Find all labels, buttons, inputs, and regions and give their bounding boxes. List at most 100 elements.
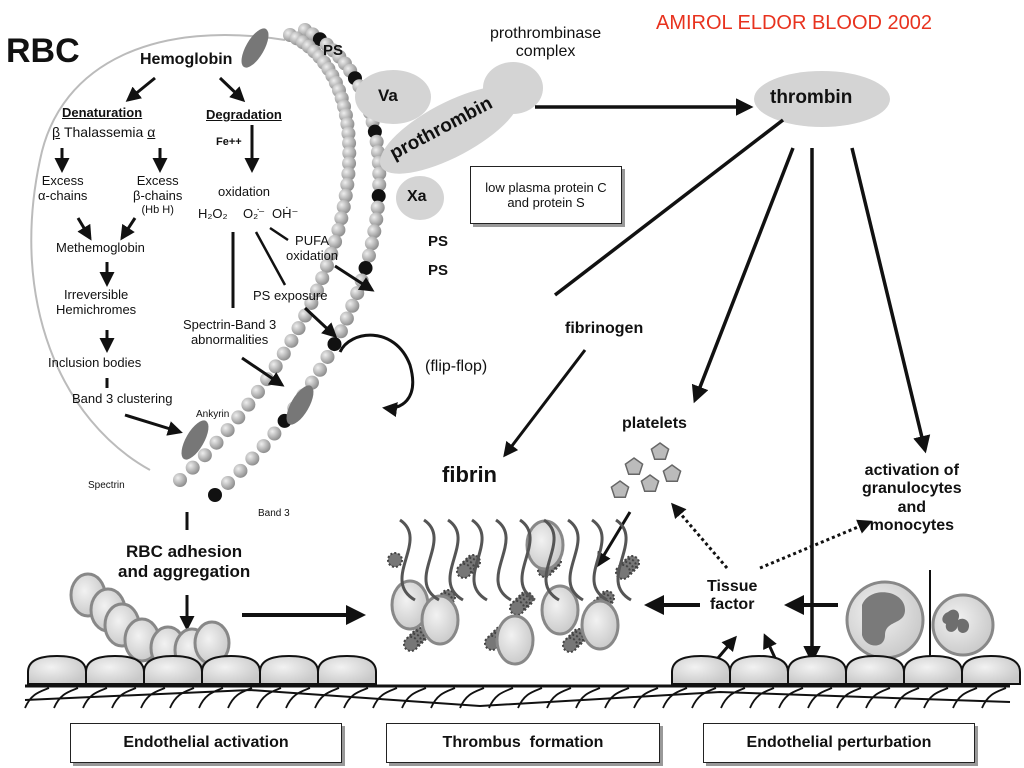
matrix-fiber [343, 687, 369, 709]
matrix-fiber [923, 687, 949, 709]
endothelial-cell [961, 654, 1021, 685]
matrix-fiber [401, 687, 427, 709]
ps-label-mid1: PS [428, 233, 449, 250]
matrix-fiber [894, 687, 920, 709]
trapped-rbc [525, 519, 565, 571]
thalassemia-label: β Thalassemia α [52, 124, 155, 140]
flip-flop-label: (flip-flop) [425, 358, 488, 375]
lipid-head [245, 451, 260, 466]
matrix-fiber [575, 687, 601, 709]
methemoglobin-label: Methemoglobin [56, 240, 145, 255]
lipid-head [342, 136, 357, 151]
monocyte-nucleus [862, 592, 905, 646]
complex-label-line1: prothrombinase [490, 25, 602, 42]
lipid-head [315, 271, 330, 286]
lipid-head [369, 134, 384, 149]
dotted-arrow-tf-platelets [671, 502, 729, 569]
lipid-head [233, 463, 248, 478]
endothelial-cell [317, 654, 377, 685]
lipid-head [185, 460, 200, 475]
band3-protein [241, 28, 269, 68]
arrow-spectrin-to-membrane [241, 356, 285, 387]
excess-alpha-line1: Excess [41, 173, 84, 188]
alpha-symbol: α [147, 124, 156, 140]
va-oval [355, 70, 431, 124]
line-thrombin-fibrinogen [553, 118, 785, 297]
arrow-endo-to-tf-1 [716, 635, 737, 659]
endothelial-cell [27, 654, 87, 685]
lipid-head [333, 324, 348, 339]
lipid-head [372, 166, 387, 181]
lipid-head [221, 475, 236, 490]
citation: AMIROL ELDOR BLOOD 2002 [656, 12, 933, 34]
arrow-fibrinogen-fibrin [503, 349, 587, 458]
hemoglobin-label: Hemoglobin [140, 51, 233, 68]
denaturation-label: Denaturation [62, 105, 143, 120]
lipid-head [250, 384, 265, 399]
lipid-head [267, 426, 282, 441]
fibrin-strand [399, 518, 416, 602]
line-to-pufa [269, 226, 289, 242]
lipid-head [268, 359, 283, 374]
beta-symbol: β [52, 124, 61, 140]
endothelial-cell [671, 654, 731, 685]
arrow-platelets-thrombus [596, 511, 632, 568]
arrow-to-ankyrin [124, 413, 183, 436]
activation-line1: activation of [864, 462, 959, 479]
protein-box-line1: low plasma protein C [485, 180, 607, 195]
rbc-outline [30, 34, 286, 471]
matrix-fiber [604, 687, 630, 709]
spectrin-band3-line1: Spectrin-Band 3 [183, 317, 277, 332]
matrix-fiber [691, 687, 717, 709]
matrix-fiber [749, 687, 775, 709]
lipid-head [331, 222, 346, 237]
arrow-ps-exposure-to-membrane [303, 306, 338, 339]
matrix-fiber [778, 687, 804, 709]
endothelium-layer [24, 654, 1021, 709]
activated-platelet [509, 600, 525, 616]
thrombin-oval [754, 71, 890, 127]
dotted-arrow-tf-activation [759, 519, 873, 570]
spectrin-label: Spectrin [88, 480, 125, 491]
line-to-ps-exposure [254, 231, 287, 286]
thalassemia-text: Thalassemia [63, 124, 144, 140]
fibrin-strand [615, 518, 632, 602]
prothrombin-oval [379, 86, 521, 174]
matrix-fiber [372, 687, 398, 709]
lipid-head [304, 295, 319, 310]
protein-box-line2: and protein S [507, 195, 585, 210]
tissue-factor-line1: Tissue [707, 578, 758, 595]
arrow-pufa-to-membrane [334, 264, 375, 292]
activated-platelet [403, 636, 419, 652]
fe-label: Fe++ [216, 136, 242, 148]
fibrin-strand [471, 518, 488, 602]
excess-beta-line2: β-chains [133, 187, 183, 203]
activated-platelet [562, 637, 578, 653]
pufa-line2: oxidation [286, 247, 339, 263]
lipid-head [338, 188, 353, 203]
lipid-head [345, 298, 360, 313]
lipid-head [340, 177, 355, 192]
matrix-fiber [53, 687, 79, 709]
lipid-head [284, 333, 299, 348]
arrow-beta-to-methb [120, 217, 137, 241]
endothelial-cell [259, 654, 319, 685]
endothelial-cell [845, 654, 905, 685]
arrow-endo-to-tf-2 [763, 633, 777, 659]
matrix-fiber [662, 687, 688, 709]
degradation-label: Degradation [206, 107, 282, 122]
pufa-line1: PUFA [295, 233, 329, 248]
matrix-fiber [633, 687, 659, 709]
thrombin-label: thrombin [770, 87, 853, 108]
fibrin-strand [543, 518, 560, 602]
fibrin-strand [447, 518, 464, 602]
matrix-fiber [836, 687, 862, 709]
